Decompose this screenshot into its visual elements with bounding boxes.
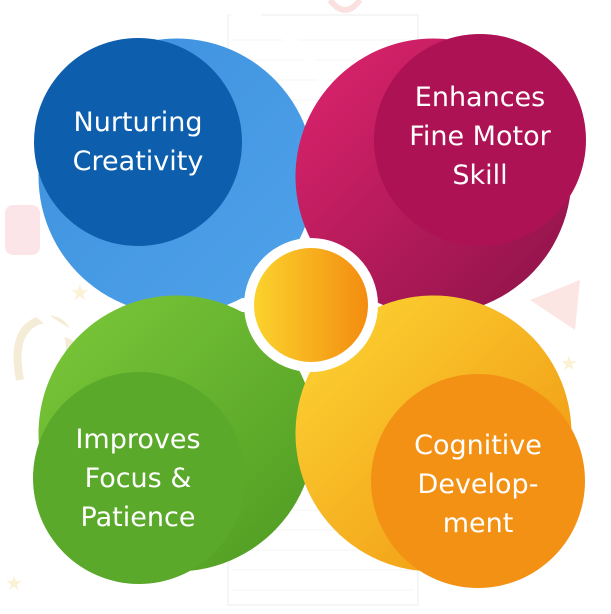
center-circle xyxy=(254,248,368,362)
inner-circle-top-left xyxy=(34,38,242,246)
label-bottom-right: Cognitive Develop- ment xyxy=(378,424,578,544)
label-line: Improves xyxy=(75,423,201,455)
ribbon-shape xyxy=(327,0,363,13)
label-line: ment xyxy=(442,507,514,539)
label-line: Skill xyxy=(452,159,508,191)
inner-circle-top-right xyxy=(374,34,586,246)
label-line: Develop- xyxy=(417,468,539,500)
label-line: Patience xyxy=(80,501,196,533)
label-line: Nurturing xyxy=(73,107,203,138)
label-line: Enhances xyxy=(414,81,546,113)
inner-circle-bottom-right xyxy=(371,374,585,588)
crayon-shape xyxy=(5,205,40,255)
label-line: Creativity xyxy=(72,146,204,177)
label-line: Fine Motor xyxy=(409,120,551,152)
star-decoration: ★ xyxy=(70,281,90,306)
inner-circle-bottom-left xyxy=(33,372,245,584)
label-line: Cognitive xyxy=(414,429,542,461)
label-top-left: Nurturing Creativity xyxy=(48,90,228,194)
label-line: Focus & xyxy=(84,462,192,494)
label-bottom-left: Improves Focus & Patience xyxy=(38,418,238,538)
label-top-right: Enhances Fine Motor Skill xyxy=(380,76,580,196)
star-decoration: ★ xyxy=(5,571,23,595)
triangle-shape xyxy=(530,280,580,330)
star-decoration: ★ xyxy=(560,351,578,375)
